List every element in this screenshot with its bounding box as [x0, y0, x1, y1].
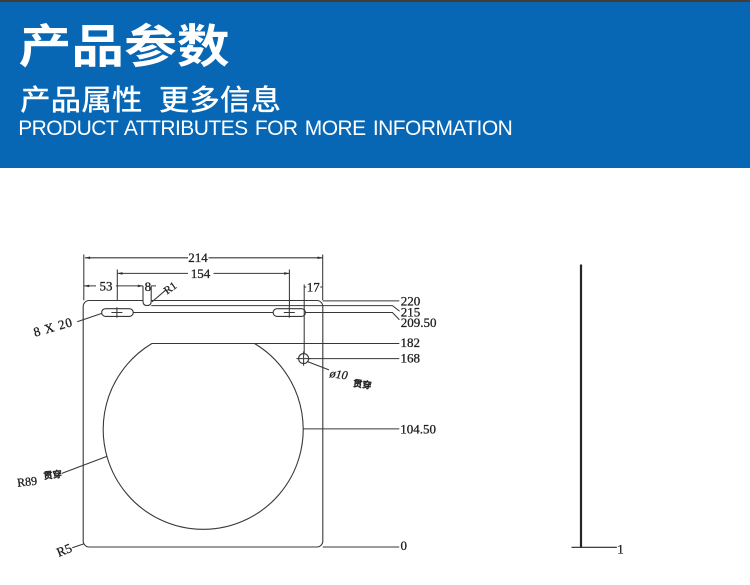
svg-text:209.50: 209.50: [401, 315, 437, 330]
svg-text:168: 168: [401, 351, 421, 366]
svg-text:0: 0: [401, 538, 408, 553]
svg-text:17: 17: [307, 280, 321, 295]
svg-text:1: 1: [617, 541, 624, 556]
svg-text:R5: R5: [54, 540, 74, 560]
svg-text:8: 8: [145, 279, 152, 294]
svg-text:R89: R89: [16, 474, 37, 490]
svg-text:53: 53: [100, 279, 113, 294]
svg-text:182: 182: [401, 335, 421, 350]
svg-text:214: 214: [188, 250, 208, 265]
svg-text:215: 215: [401, 305, 421, 320]
svg-text:220: 220: [401, 293, 421, 308]
svg-text:154: 154: [191, 266, 211, 281]
svg-text:R1: R1: [162, 280, 179, 297]
svg-text:ø10: ø10: [328, 366, 349, 383]
svg-text:8 X 20: 8 X 20: [32, 314, 75, 340]
svg-text:104.50: 104.50: [400, 422, 436, 437]
